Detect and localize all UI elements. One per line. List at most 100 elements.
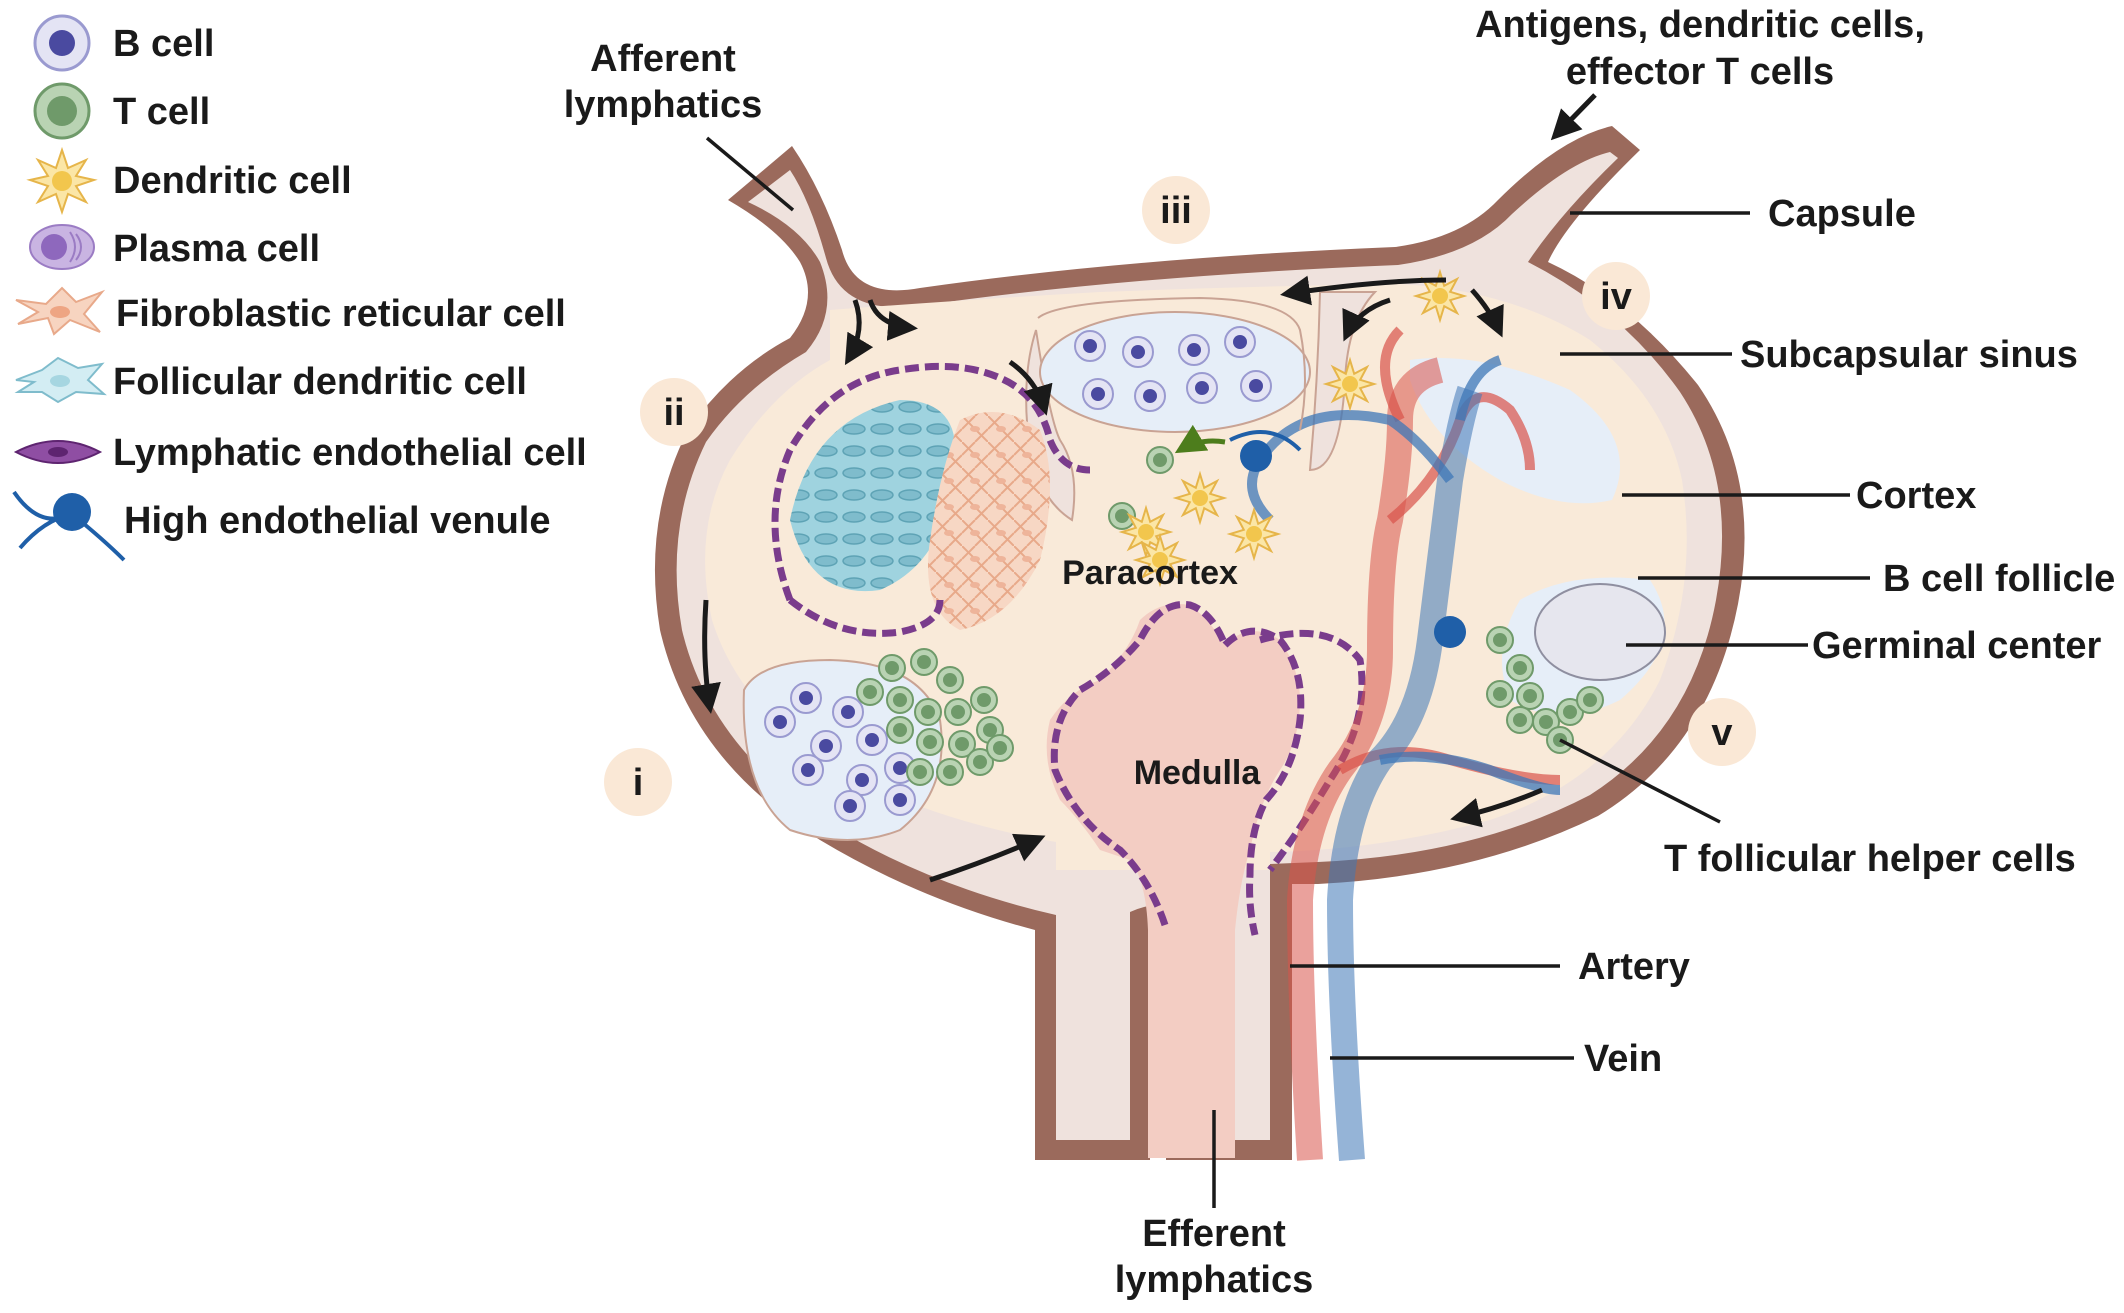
high-endothelial-venule-icon (12, 490, 126, 562)
b-cell (834, 790, 866, 822)
afferent-label-line2: lymphatics (564, 84, 763, 126)
t-cell (986, 734, 1014, 762)
b-cell-follicle-label: B cell follicle (1883, 558, 2115, 600)
b-cell (884, 784, 916, 816)
legend-label: Dendritic cell (113, 160, 352, 202)
b-cell (1240, 370, 1272, 402)
b-cell (846, 764, 878, 796)
legend-plasma-cell: Plasma cell (29, 224, 320, 270)
svg-text:iv: iv (1600, 276, 1632, 318)
flow-arrows (691, 93, 1597, 883)
legend-label: Fibroblastic reticular cell (116, 293, 566, 335)
t-cell-cluster (856, 446, 1604, 786)
t-cell (856, 678, 884, 706)
b-cell-icon (33, 14, 91, 72)
antigens-label-line1: Antigens, dendritic cells, (1475, 4, 1925, 46)
germinal-center-label: Germinal center (1812, 625, 2102, 667)
svg-text:ii: ii (663, 392, 684, 434)
flow-arrow (1342, 297, 1391, 342)
dendritic-cell (1322, 356, 1378, 412)
b-cell (1224, 326, 1256, 358)
svg-text:i: i (633, 762, 644, 804)
lymphatic-endothelial-cell-icon (13, 440, 103, 464)
artery-label: Artery (1578, 946, 1690, 988)
t-cell (936, 666, 964, 694)
flow-arrow (1280, 275, 1447, 306)
numeral-v: v (1688, 698, 1756, 766)
flow-arrow (929, 833, 1046, 883)
b-cell (1186, 372, 1218, 404)
dendritic-cell (1226, 506, 1282, 562)
legend-t-cell: T cell (33, 82, 210, 140)
t-cell (936, 758, 964, 786)
vein (1247, 410, 1454, 524)
b-cell (832, 696, 864, 728)
dendritic-cell (1412, 268, 1468, 324)
high-endothelial-venule (1229, 430, 1302, 472)
flow-arrow (1550, 93, 1597, 141)
t-cell (944, 698, 972, 726)
legend-high-endothelial-venule: High endothelial venule (12, 490, 551, 562)
medulla-label: Medulla (1134, 754, 1262, 792)
fibroblastic-reticular-network (928, 412, 1050, 630)
legend-label: Follicular dendritic cell (113, 361, 527, 403)
numeral-badges: i ii iii iv v (604, 176, 1756, 816)
t-cell (886, 686, 914, 714)
numeral-i: i (604, 748, 672, 816)
efferent-label-line2: lymphatics (1115, 1259, 1314, 1301)
capsule-label: Capsule (1768, 193, 1916, 235)
t-cell (970, 686, 998, 714)
b-cell (1074, 330, 1106, 362)
t-cell (1576, 686, 1604, 714)
lymphatic-endothelium (1050, 600, 1229, 927)
b-cell (790, 682, 822, 714)
dendritic-cell (1172, 470, 1228, 526)
flow-arrow (1008, 359, 1053, 416)
tfh-cells-label: T follicular helper cells (1664, 838, 2076, 880)
germinal-center (1534, 583, 1666, 681)
antigens-label-line2: effector T cells (1566, 51, 1834, 93)
vein-label: Vein (1584, 1038, 1662, 1080)
svg-text:v: v (1711, 712, 1732, 754)
numeral-ii: ii (640, 378, 708, 446)
t-cell-icon (33, 82, 91, 140)
cortex-boundary (1037, 296, 1306, 431)
t-cell (1108, 502, 1136, 530)
legend-label: Lymphatic endothelial cell (113, 432, 587, 474)
vein (1379, 751, 1561, 795)
svg-text:iii: iii (1160, 190, 1192, 232)
b-cell (1082, 378, 1114, 410)
t-cell (1516, 682, 1544, 710)
legend-dendritic-cell: Dendritic cell (26, 146, 352, 216)
artery (1286, 357, 1444, 1161)
high-endothelial-venule (1434, 616, 1466, 648)
legend-label: B cell (113, 23, 214, 65)
b-cell (1122, 336, 1154, 368)
leader-lines (705, 136, 1870, 1208)
vein (1326, 385, 1483, 1161)
fibroblastic-reticular-cell-icon (15, 286, 106, 336)
legend-label: High endothelial venule (124, 500, 551, 542)
t-cell (1486, 626, 1514, 654)
dendritic-cell (1132, 532, 1188, 588)
lymph-node (654, 93, 1745, 1161)
flow-arrow (1470, 288, 1504, 338)
subcapsular-sinus-label: Subcapsular sinus (1740, 334, 2078, 376)
legend-lymphatic-endothelial-cell: Lymphatic endothelial cell (13, 432, 587, 474)
b-cell (810, 730, 842, 762)
labels: Afferent lymphatics Antigens, dendritic … (564, 4, 2116, 1301)
t-cell (948, 730, 976, 758)
t-cell (906, 758, 934, 786)
b-cell (764, 706, 796, 738)
t-cell (1556, 698, 1584, 726)
b-cell (1134, 380, 1166, 412)
b-cell (792, 754, 824, 786)
t-cell (1506, 654, 1534, 682)
flow-arrow (1450, 787, 1543, 828)
efferent-label-line1: Efferent (1142, 1213, 1286, 1255)
plasma-cell-icon (29, 224, 95, 270)
t-cell (878, 654, 906, 682)
legend-fibroblastic-reticular-cell: Fibroblastic reticular cell (15, 286, 566, 336)
dendritic-cell-icon (26, 146, 98, 216)
